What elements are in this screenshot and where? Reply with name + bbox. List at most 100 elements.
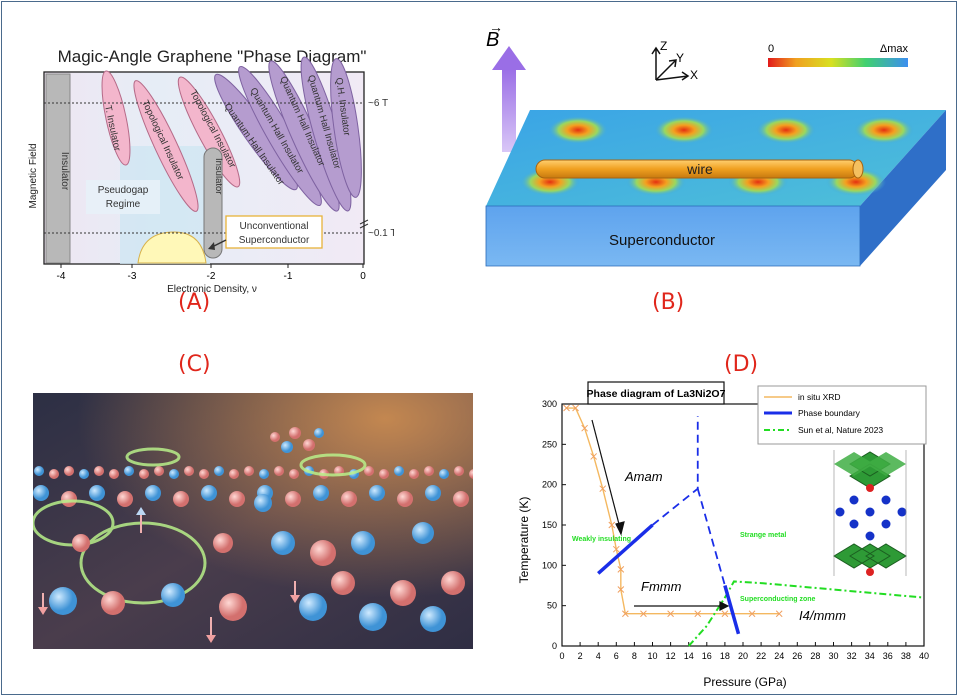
- xrd-point: [621, 610, 629, 618]
- atom: [72, 534, 90, 552]
- insulator-mid-region: [203, 147, 223, 259]
- caption-b: (B): [652, 290, 685, 315]
- axis-x-label: X: [690, 68, 698, 82]
- x-tick-label: 10: [647, 651, 657, 661]
- superconductor-dome: [137, 231, 207, 264]
- region-strange-metal: Strange metal: [740, 532, 786, 539]
- axis-z-label: Z: [660, 39, 667, 53]
- atom: [412, 522, 434, 544]
- xrd-point: [563, 404, 570, 412]
- series-xrd-line: [566, 407, 780, 615]
- atom: [124, 466, 134, 476]
- pseudogap-label-line2: Regime: [106, 199, 141, 210]
- region-weakly-insulating: Weakly insulating: [572, 536, 631, 543]
- x-tick-label: 6: [614, 651, 619, 661]
- y-tick-label: 0: [552, 641, 557, 651]
- atom: [161, 583, 185, 607]
- y-tick-label: 100: [542, 560, 557, 570]
- spin-arrows: [38, 507, 300, 643]
- atom: [229, 469, 239, 479]
- pseudogap-label-box: [86, 180, 160, 214]
- atom: [244, 466, 254, 476]
- atom: [201, 485, 217, 501]
- atom: [313, 485, 329, 501]
- atom: [94, 466, 104, 476]
- series-sun-line: [687, 580, 925, 647]
- xrd-point: [581, 424, 588, 432]
- caption-a: (A): [178, 290, 211, 315]
- atom: [89, 485, 105, 501]
- legend-label-boundary: Phase boundary: [798, 408, 861, 418]
- legend-label-sun: Sun et al, Nature 2023: [798, 425, 883, 435]
- atom: [310, 540, 336, 566]
- y-tick-label: 300: [542, 399, 557, 409]
- atom: [289, 427, 301, 439]
- xrd-point: [721, 610, 729, 618]
- x-tick-label: 26: [792, 651, 802, 661]
- x-tick-label: 40: [919, 651, 929, 661]
- atom: [299, 593, 327, 621]
- atom: [397, 491, 413, 507]
- x-tick-label: 2: [578, 651, 583, 661]
- region-superconducting-zone: Superconducting zone: [740, 596, 816, 603]
- atom: [49, 587, 77, 615]
- atom: [274, 466, 284, 476]
- qh-insulator-region: [330, 58, 362, 198]
- atom: [331, 571, 355, 595]
- x-tick-label: 32: [847, 651, 857, 661]
- insulator-mid-label: Insulator: [213, 158, 224, 194]
- x-tick-label: 20: [738, 651, 748, 661]
- atom: [441, 571, 465, 595]
- field-vector-arrow: →: [489, 19, 503, 35]
- x-tick-label: 24: [774, 651, 784, 661]
- xrd-point: [572, 404, 579, 412]
- y-tick-label: 50: [547, 601, 557, 611]
- y-tick-label: 250: [542, 439, 557, 449]
- x-tick-label: 34: [865, 651, 875, 661]
- atom: [469, 469, 473, 479]
- xrd-point: [612, 545, 620, 553]
- t-insulator-region: [101, 70, 131, 166]
- phase-fmmm: Fmmm: [641, 579, 682, 594]
- x-tick-label: 0: [559, 651, 564, 661]
- panel-c-illustration: [33, 393, 473, 649]
- xtick-a-1: -3: [128, 271, 137, 282]
- atom: [409, 469, 419, 479]
- atom: [79, 469, 89, 479]
- axis-triad: [651, 46, 690, 81]
- xrd-point: [640, 610, 647, 618]
- phase-i4mmm: I4/mmm: [799, 608, 846, 623]
- atom: [369, 485, 385, 501]
- boundary-solid: [723, 585, 741, 635]
- legend-label-xrd: in situ XRD: [798, 392, 841, 402]
- field-arrow-head: [492, 46, 526, 70]
- panel-b-wire-superconductor: B → Z Y X 0 Δmax wire Superconductor: [485, 19, 946, 267]
- xrd-point: [590, 453, 598, 460]
- panel-a-ylabel: Magnetic Field: [28, 143, 39, 208]
- atom: [173, 491, 189, 507]
- superconductor-label: Superconductor: [609, 232, 715, 249]
- x-tick-label: 14: [684, 651, 694, 661]
- sc-pointer-arrowhead: [208, 242, 215, 250]
- panel-a-phase-diagram: Magic-Angle Graphene "Phase Diagram" Ins…: [28, 47, 394, 294]
- x-tick-label: 4: [596, 651, 601, 661]
- atom: [229, 491, 245, 507]
- atom: [64, 466, 74, 476]
- atom: [390, 580, 416, 606]
- atom: [439, 469, 449, 479]
- chart-title: Phase diagram of La3Ni2O7: [587, 388, 726, 400]
- caption-d: (D): [724, 352, 759, 377]
- atom: [33, 485, 49, 501]
- insulator-left-region: [45, 73, 71, 264]
- unconventional-sc-line2: Superconductor: [239, 235, 310, 246]
- field-label: B: [486, 29, 499, 51]
- atom: [453, 491, 469, 507]
- right-tick-01t: ~0.1 T: [368, 228, 394, 239]
- chart-series: [563, 404, 925, 647]
- topological-insulator-region-1: [133, 80, 199, 212]
- xtick-a-2: -2: [207, 271, 216, 282]
- x-tick-label: 22: [756, 651, 766, 661]
- xtick-a-4: 0: [360, 271, 366, 282]
